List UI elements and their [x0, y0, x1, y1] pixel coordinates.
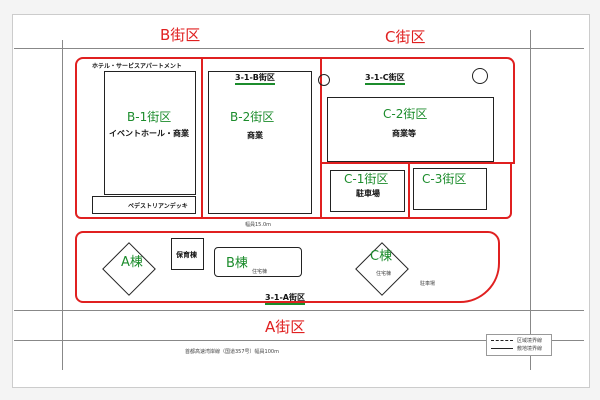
- hotel-label: ホテル・サービスアパートメント: [92, 63, 182, 70]
- road-line: [14, 340, 584, 341]
- drawing-sheet: [12, 14, 590, 388]
- c2-building: [327, 97, 494, 162]
- b2-building: [208, 71, 312, 214]
- district-b-label: B街区: [160, 26, 201, 44]
- c-use: 住宅棟: [376, 271, 392, 277]
- nursery-building: [171, 238, 204, 270]
- road-line: [62, 40, 63, 370]
- c1-label: C-1街区: [344, 172, 389, 186]
- b2-label: B-2街区: [230, 110, 275, 124]
- reference-circle-icon: [318, 74, 330, 86]
- road-line: [14, 48, 584, 49]
- north-arrow-icon: [472, 68, 488, 84]
- parking-label: 駐車場: [420, 281, 436, 287]
- middle-road-label: 幅員15.0m: [245, 222, 272, 228]
- plan-a-label: 3-1-A街区: [265, 292, 305, 305]
- deck-label: ペデストリアンデッキ: [128, 203, 188, 210]
- road-line: [14, 310, 584, 311]
- c1-use: 駐車場: [356, 189, 380, 198]
- b2-use: 商業: [247, 131, 263, 140]
- plan-c-label: 3-1-C街区: [365, 72, 405, 85]
- b-use: 住宅棟: [252, 269, 268, 275]
- legend: 区域境界線 敷地境界線: [486, 334, 552, 356]
- legend-dashed-line: [491, 340, 513, 341]
- pedestrian-deck: [92, 196, 196, 214]
- legend-solid-label: 敷地境界線: [517, 346, 543, 352]
- legend-dashed-label: 区域境界線: [517, 338, 543, 344]
- c1-building: [330, 170, 405, 212]
- b1-label: B-1街区: [127, 110, 172, 124]
- plan-b-label: 3-1-B街区: [235, 72, 275, 85]
- district-a-label: A街区: [265, 318, 306, 336]
- building-c-label: C棟: [370, 249, 393, 264]
- c3-building: [413, 168, 487, 210]
- c3-boundary: [408, 162, 512, 219]
- building-b-label: B棟: [226, 256, 248, 271]
- c3-label: C-3街区: [422, 172, 467, 186]
- district-c-label: C街区: [385, 28, 426, 46]
- bottom-road-label: 首都高速湾岸線（国道357号）幅員100m: [185, 349, 279, 355]
- b1-use: イベントホール・商業: [109, 129, 189, 138]
- road-line: [530, 30, 531, 370]
- b1-building: [104, 71, 196, 195]
- a-boundary: [75, 231, 500, 303]
- legend-solid-line: [491, 348, 513, 349]
- b-building: [214, 247, 302, 277]
- building-a-label: A棟: [121, 255, 143, 270]
- c2-label: C-2街区: [383, 107, 428, 121]
- nursery-label: 保育棟: [176, 251, 197, 259]
- c2-use: 商業等: [392, 129, 416, 138]
